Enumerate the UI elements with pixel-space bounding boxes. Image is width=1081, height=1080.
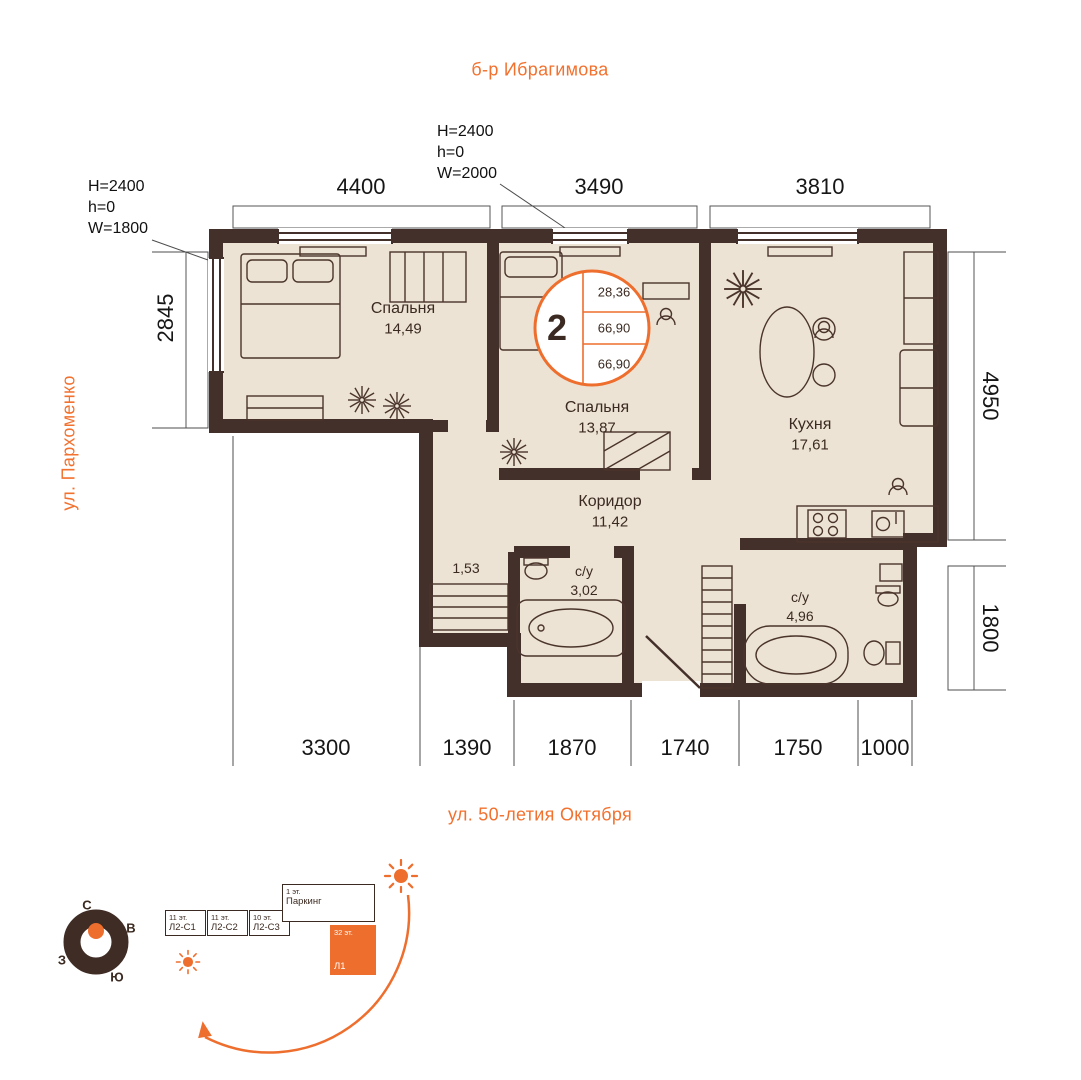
window-spec-top-line1: H=2400	[437, 123, 494, 140]
room-kitchen-name: Кухня	[788, 416, 832, 433]
window-spec-left: H=2400 h=0 W=1800	[88, 176, 148, 239]
locator-l2-c1-floors: 11 эт.	[169, 913, 188, 922]
room-corridor-name: Коридор	[578, 493, 642, 510]
room-bedroom1-area: 14,49	[384, 320, 422, 338]
direction-arrow	[198, 894, 411, 1054]
window-spec-left-line3: W=1800	[88, 220, 149, 237]
furniture	[240, 246, 939, 689]
room-bedroom2-name: Спальня	[564, 399, 630, 416]
locator-building-l2-c1: 11 эт. Л2-С1	[165, 910, 206, 936]
dim-bottom-5: 1750	[773, 735, 823, 760]
dimension-lines	[151, 183, 1006, 766]
room-bath1-name: с/у	[575, 563, 593, 579]
room-bath2-name: с/у	[791, 589, 809, 605]
windows	[208, 228, 859, 373]
badge-area-2: 66,90	[597, 320, 631, 336]
dim-bottom-3: 1870	[547, 735, 597, 760]
room-bedroom1-name: Спальня	[370, 300, 436, 317]
window-spec-top-line2: h=0	[437, 144, 465, 161]
compass-north: С	[82, 897, 92, 913]
entry-door	[642, 635, 701, 698]
dim-bottom-4: 1740	[660, 735, 710, 760]
dim-bottom-6: 1000	[860, 735, 910, 760]
room-corridor-area: 11,42	[591, 513, 629, 531]
badge-room-count: 2	[546, 307, 568, 348]
dim-top-1: 4400	[336, 174, 386, 199]
room-bath2-area: 4,96	[786, 608, 814, 624]
locator-tower-label: Л1	[334, 961, 346, 972]
locator-building-l2-c2: 11 эт. Л2-С2	[207, 910, 248, 936]
window-spec-top: H=2400 h=0 W=2000	[437, 121, 497, 184]
locator-tower-floors: 32 эт.	[334, 928, 353, 937]
locator-l2-c2-label: Л2-С2	[211, 922, 238, 933]
compass-south: Ю	[110, 969, 124, 985]
interior-walls	[426, 230, 915, 692]
locator-l2-c3-floors: 10 эт.	[253, 913, 272, 922]
room-closet-area: 1,53	[452, 560, 480, 576]
apartment-shell	[209, 229, 947, 697]
dim-top-2: 3490	[574, 174, 624, 199]
room-bath1-area: 3,02	[570, 582, 598, 598]
window-spec-left-line1: H=2400	[88, 178, 145, 195]
street-label-top: б-р Ибрагимова	[471, 59, 609, 80]
compass-rose	[63, 909, 129, 975]
room-kitchen-area: 17,61	[791, 436, 829, 454]
locator-parking-floors: 1 эт.	[286, 887, 301, 896]
dim-left-1: 2845	[153, 293, 178, 343]
compass-east: В	[126, 920, 136, 936]
window-spec-top-line3: W=2000	[437, 165, 498, 182]
dim-bottom-1: 3300	[301, 735, 351, 760]
locator-tower-l1: 32 эт. Л1	[330, 925, 376, 975]
locator-parking: 1 эт. Паркинг	[282, 884, 375, 922]
area-badge-graphic	[533, 269, 651, 387]
dim-right-2: 1800	[978, 603, 1003, 653]
locator-l2-c2-floors: 11 эт.	[211, 913, 230, 922]
dim-right-1: 4950	[978, 371, 1003, 421]
dim-top-3: 3810	[795, 174, 845, 199]
street-label-left: ул. Пархоменко	[58, 375, 79, 511]
street-label-bottom: ул. 50-летия Октября	[447, 804, 633, 825]
locator-l2-c3-label: Л2-С3	[253, 922, 280, 933]
locator-parking-label: Паркинг	[286, 896, 322, 907]
compass-west: З	[57, 952, 67, 968]
dim-bottom-2: 1390	[442, 735, 492, 760]
room-bedroom2-area: 13,87	[578, 419, 616, 437]
locator-l2-c1-label: Л2-С1	[169, 922, 196, 933]
window-spec-left-line2: h=0	[88, 199, 116, 216]
badge-area-1: 28,36	[597, 284, 631, 300]
badge-area-3: 66,90	[597, 356, 631, 372]
